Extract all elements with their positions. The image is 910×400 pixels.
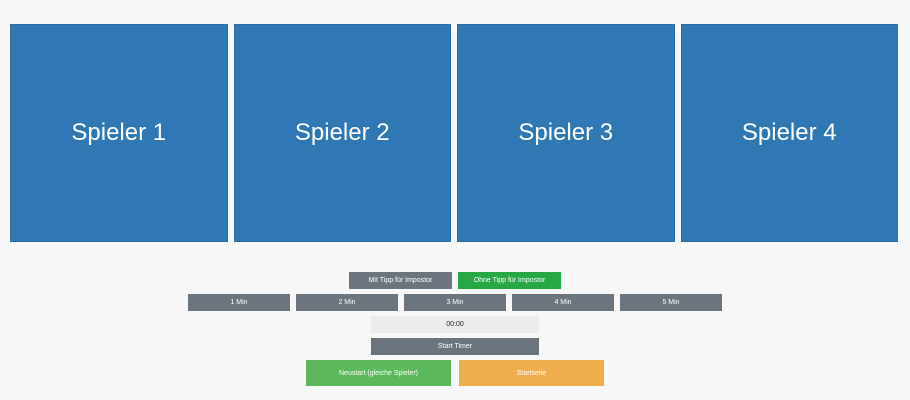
player-cards: Spieler 1 Spieler 2 Spieler 3 Spieler 4 xyxy=(10,24,898,242)
home-button[interactable]: Startseite xyxy=(459,360,604,386)
start-timer-button[interactable]: Start Timer xyxy=(371,338,539,355)
player-card-4[interactable]: Spieler 4 xyxy=(680,24,898,242)
timer-row: 00:00 xyxy=(0,316,910,333)
action-row: Neustart (gleiche Spieler) Startseite xyxy=(0,360,910,386)
time-4-min-button[interactable]: 4 Min xyxy=(512,294,614,311)
time-1-min-button[interactable]: 1 Min xyxy=(188,294,290,311)
start-row: Start Timer xyxy=(0,338,910,355)
restart-same-players-button[interactable]: Neustart (gleiche Spieler) xyxy=(306,360,451,386)
time-5-min-button[interactable]: 5 Min xyxy=(620,294,722,311)
time-3-min-button[interactable]: 3 Min xyxy=(404,294,506,311)
mode-without-hint-button[interactable]: Ohne Tipp für Impostor xyxy=(458,272,561,289)
time-2-min-button[interactable]: 2 Min xyxy=(296,294,398,311)
controls-panel: Mit Tipp für Impostor Ohne Tipp für Impo… xyxy=(0,272,910,391)
time-selector: 1 Min 2 Min 3 Min 4 Min 5 Min xyxy=(0,294,910,311)
player-card-2[interactable]: Spieler 2 xyxy=(233,24,451,242)
player-card-3[interactable]: Spieler 3 xyxy=(457,24,675,242)
timer-display: 00:00 xyxy=(371,316,539,333)
mode-with-hint-button[interactable]: Mit Tipp für Impostor xyxy=(349,272,452,289)
mode-selector: Mit Tipp für Impostor Ohne Tipp für Impo… xyxy=(0,272,910,289)
player-card-1[interactable]: Spieler 1 xyxy=(10,24,228,242)
